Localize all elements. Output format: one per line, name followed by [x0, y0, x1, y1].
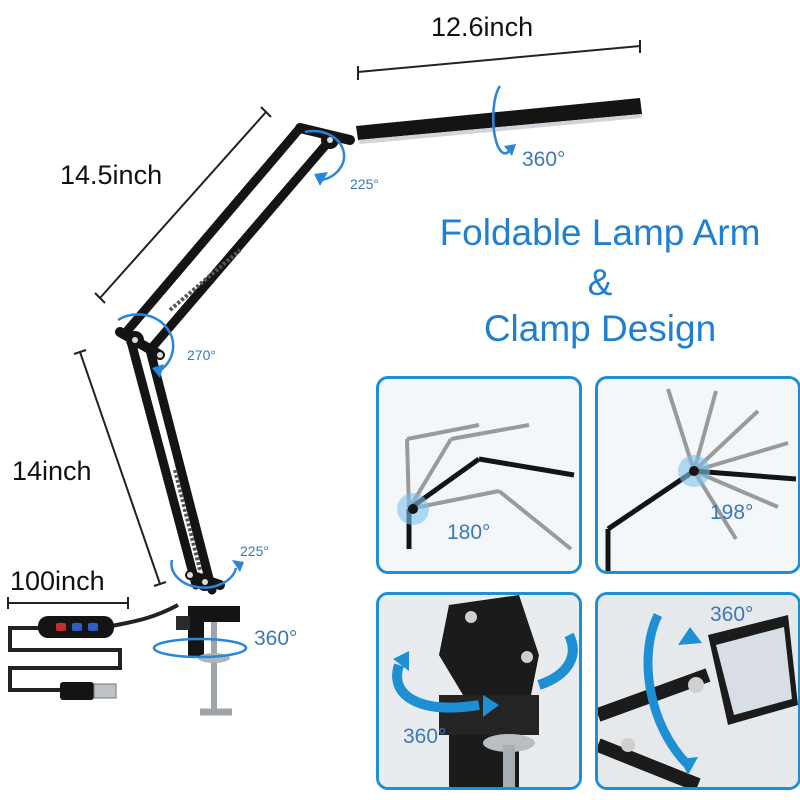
- rotation-arrows: [117, 85, 512, 659]
- headline-line-2: &: [587, 262, 613, 303]
- joint-screws: [132, 137, 333, 585]
- panel-clamp-rotation-drawing: [379, 595, 579, 787]
- usb-plug: [60, 682, 117, 700]
- panel-arm-fold-drawing: [397, 423, 575, 551]
- panel-shade-fold-drawing: [605, 388, 797, 571]
- middle-joint-angle-label: 270°: [187, 347, 216, 363]
- panel-shade-rotation-angle: 360°: [710, 603, 754, 626]
- headline-line-1: Foldable Lamp Arm: [439, 212, 761, 253]
- lamp-springs: [168, 248, 242, 571]
- panel-shade-fold-angle: 198°: [710, 501, 754, 524]
- arrow-heads: [152, 144, 516, 572]
- panel-clamp-rotation: 360°: [376, 592, 582, 790]
- cable-length-label: 100inch: [10, 566, 105, 596]
- panel-shade-rotation: 360°: [595, 592, 800, 790]
- shade-length-label: 12.6inch: [431, 12, 534, 42]
- lower-arm-length-label: 14inch: [12, 456, 92, 486]
- inline-switch: [38, 616, 114, 638]
- dimension-lines: [7, 40, 641, 609]
- clamp-rotation-label: 360°: [254, 627, 298, 650]
- clamp-base: [176, 606, 240, 716]
- panel-arm-fold: 180°: [376, 376, 582, 574]
- upper-joint-angle-label: 225°: [350, 176, 379, 192]
- shade-rotation-label: 360°: [522, 148, 566, 171]
- headline-line-3: Clamp Design: [483, 308, 717, 349]
- lower-joint-angle-label: 225°: [240, 543, 269, 559]
- panel-arm-fold-angle: 180°: [447, 521, 491, 544]
- cable-usb: [8, 603, 179, 692]
- lamp-joints: [126, 131, 339, 591]
- lamp-shade: [356, 98, 642, 144]
- lamp-arms: [115, 123, 355, 595]
- panel-clamp-rotation-angle: 360°: [403, 725, 447, 748]
- panel-shade-fold: 198°: [595, 376, 800, 574]
- upper-arm-length-label: 14.5inch: [60, 160, 163, 190]
- panel-shade-rotation-drawing: [598, 595, 798, 787]
